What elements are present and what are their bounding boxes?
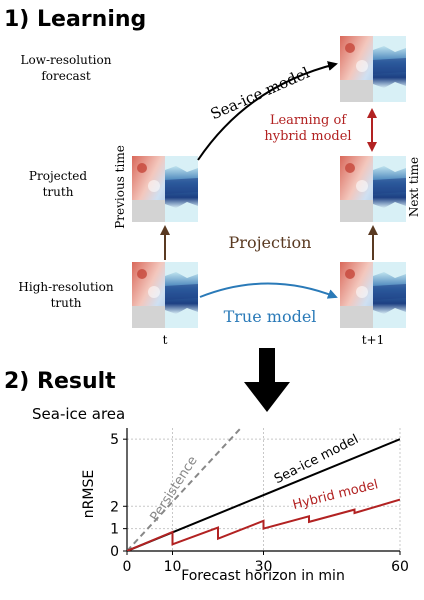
hybrid-label-line1: Learning of: [270, 113, 347, 128]
y-tick-label: 2: [110, 499, 119, 515]
series-persistence: [127, 427, 242, 551]
thumbnail-high-res-truth-t1: [340, 262, 406, 328]
true-model-label: True model: [224, 307, 317, 326]
label-projected: Projected: [29, 169, 88, 183]
x-tick-label: 60: [391, 559, 409, 575]
series-label-persistence: Persistence: [148, 454, 201, 525]
y-axis-label: nRMSE: [81, 470, 97, 518]
x-tick-label: 0: [123, 559, 132, 575]
time-t-label: t: [163, 333, 168, 347]
next-time-label: Next time: [407, 157, 421, 217]
x-tick-label: 30: [255, 559, 273, 575]
y-tick-label: 0: [110, 544, 119, 560]
x-axis-label: Forecast horizon in min: [181, 568, 345, 584]
y-tick-label: 1: [110, 522, 119, 538]
label-forecast: forecast: [41, 69, 91, 83]
true-model-arrow: [199, 282, 338, 299]
label-high-res-truth: truth: [51, 296, 82, 310]
time-t1-label: t+1: [362, 333, 385, 347]
thumbnail-high-res-truth-t: [132, 262, 198, 328]
label-high-resolution: High-resolution: [18, 280, 113, 294]
series-label-hybrid-model: Hybrid model: [291, 477, 380, 513]
thumbnail-projected-truth-t: [132, 156, 198, 222]
learning-title: 1) Learning: [4, 7, 146, 32]
previous-time-label: Previous time: [113, 145, 127, 229]
projection-label: Projection: [229, 233, 312, 252]
result-title: 2) Result: [4, 369, 116, 394]
y-tick-label: 5: [110, 432, 119, 448]
x-tick-label: 10: [164, 559, 182, 575]
chart-series: [127, 427, 400, 551]
hybrid-label-line2: hybrid model: [264, 129, 351, 144]
sea-ice-model-arrow: [197, 61, 338, 161]
thumbnail-projected-truth-t1: [340, 156, 406, 222]
series-hybrid-model: [127, 498, 400, 551]
label-low-resolution: Low-resolution: [21, 53, 112, 67]
down-arrow-icon: [244, 348, 290, 412]
label-truth: truth: [43, 185, 74, 199]
chart-axes: 0 10 30 60 0 1 2 5: [110, 428, 409, 575]
chart-title: Sea-ice area: [32, 405, 125, 423]
thumbnail-low-res-forecast: [340, 36, 406, 102]
